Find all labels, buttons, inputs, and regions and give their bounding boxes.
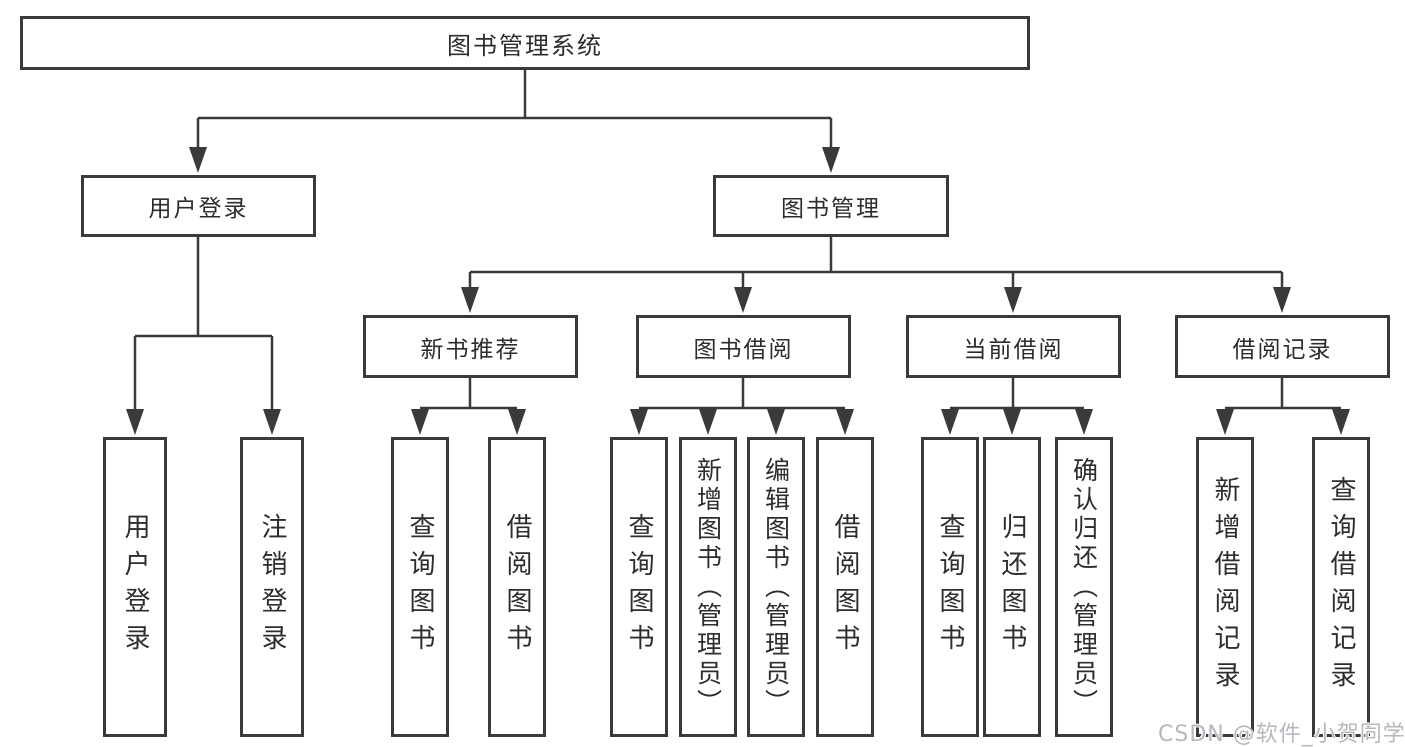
csdn-watermark: CSDN @软件_小贺同学 [1158, 722, 1405, 747]
leaf-nb-borrow-books: 借阅图书 [488, 437, 546, 737]
leaf-br-query-borrow-record: 查询借阅记录 [1312, 437, 1370, 737]
node-label: 查询图书 [624, 513, 654, 661]
node-label: 编辑图书（管理员） [761, 456, 791, 718]
node-label: 新增图书（管理员） [693, 456, 723, 718]
node-label: 借阅图书 [830, 513, 860, 661]
node-book-borrowing: 图书借阅 [636, 315, 851, 378]
node-book-management: 图书管理 [713, 175, 949, 237]
leaf-bb-query-books: 查询图书 [610, 437, 668, 737]
leaf-logout: 注销登录 [240, 437, 304, 737]
node-label: 当前借阅 [963, 336, 1064, 363]
node-label: 确认归还（管理员） [1069, 456, 1099, 718]
leaf-cb-confirm-return-admin: 确认归还（管理员） [1055, 437, 1113, 737]
node-new-book-recommendation: 新书推荐 [363, 315, 578, 378]
node-label: 查询图书 [935, 513, 965, 661]
node-label: 查询借阅记录 [1326, 476, 1356, 698]
node-label: 新增借阅记录 [1210, 476, 1240, 698]
leaf-cb-query-books: 查询图书 [921, 437, 979, 737]
node-label: 图书管理 [781, 196, 881, 222]
node-label: 新书推荐 [420, 336, 521, 363]
node-label: 用户登录 [148, 196, 249, 222]
leaf-user-login: 用户登录 [103, 437, 167, 737]
node-library-management-system: 图书管理系统 [20, 16, 1030, 70]
leaf-cb-return-books: 归还图书 [983, 437, 1041, 737]
leaf-bb-borrow-books: 借阅图书 [816, 437, 874, 737]
leaf-nb-query-books: 查询图书 [391, 437, 449, 737]
node-label: 注销登录 [257, 513, 287, 661]
node-label: 图书借阅 [693, 336, 794, 363]
node-label: 借阅记录 [1232, 336, 1333, 363]
leaf-bb-edit-books-admin: 编辑图书（管理员） [747, 437, 805, 737]
node-label: 借阅图书 [502, 513, 532, 661]
leaf-bb-add-books-admin: 新增图书（管理员） [679, 437, 737, 737]
node-user-login: 用户登录 [81, 175, 316, 237]
node-label: 图书管理系统 [447, 31, 603, 60]
node-label: 用户登录 [120, 513, 150, 661]
node-label: 归还图书 [997, 513, 1027, 661]
node-label: 查询图书 [405, 513, 435, 661]
leaf-br-add-borrow-record: 新增借阅记录 [1196, 437, 1254, 737]
node-borrowing-records: 借阅记录 [1175, 315, 1390, 378]
node-current-borrowing: 当前借阅 [906, 315, 1121, 378]
